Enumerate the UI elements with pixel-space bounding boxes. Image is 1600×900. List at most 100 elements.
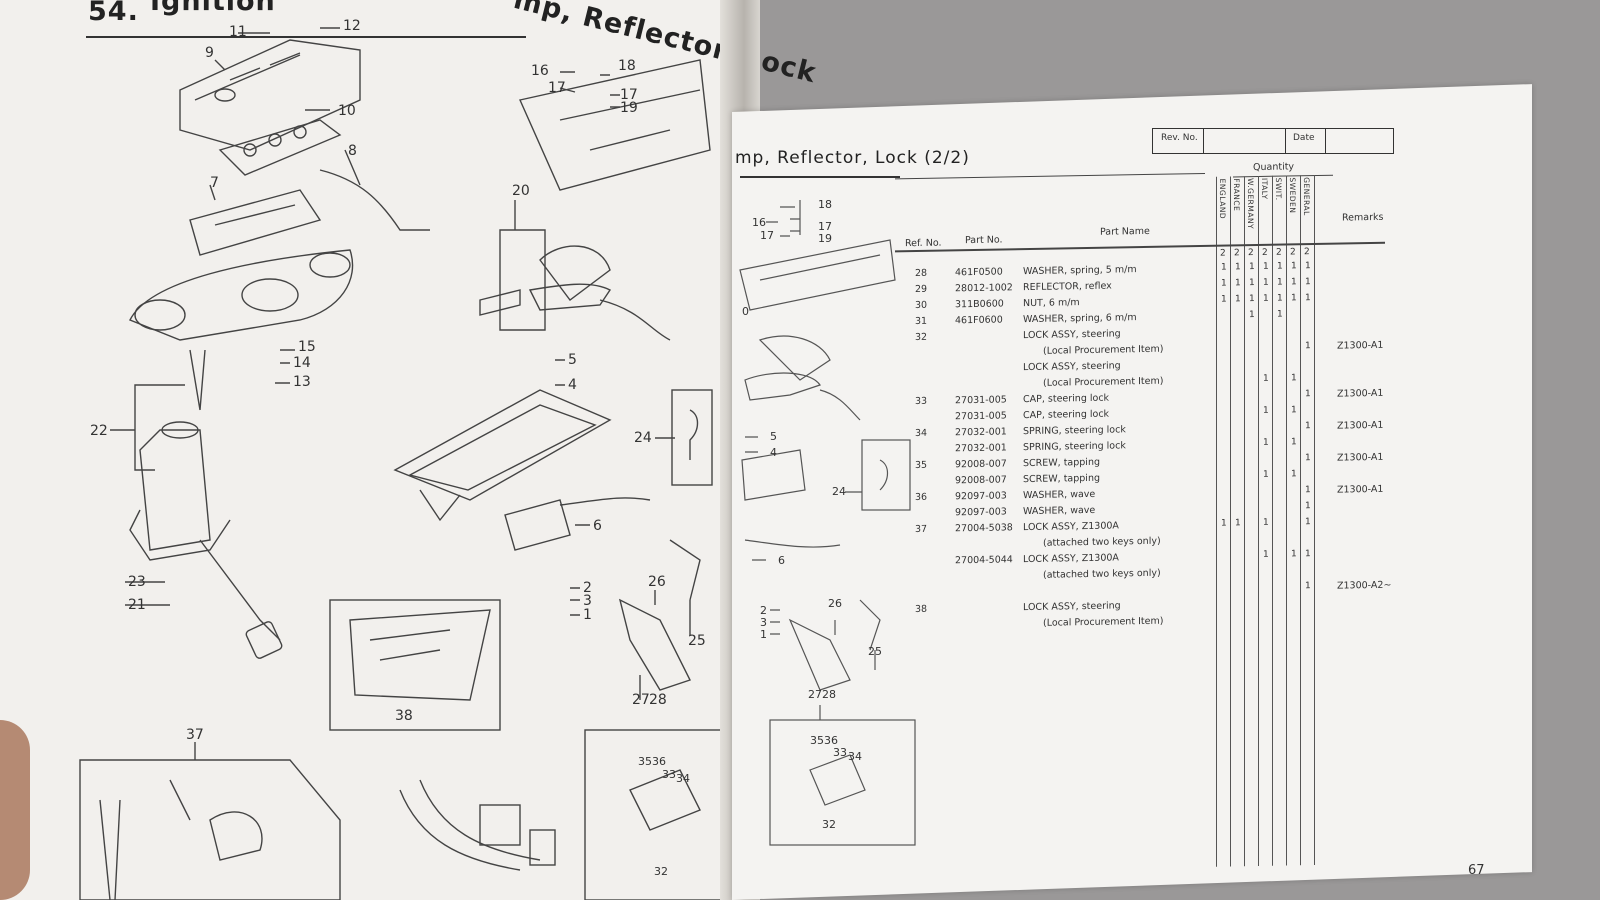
part-name-cell: WASHER, wave bbox=[1023, 504, 1096, 518]
ref-no-cell: 30 bbox=[915, 299, 928, 311]
qty-cell: 1 bbox=[1305, 293, 1311, 304]
part-name-cell: LOCK ASSY, Z1300A bbox=[1023, 552, 1119, 566]
ref-no-cell: 28 bbox=[915, 267, 928, 279]
callout: 0 bbox=[742, 305, 749, 318]
part-name-cell: SCREW, tapping bbox=[1023, 456, 1100, 470]
qty-cell: 1 bbox=[1263, 293, 1269, 304]
heading-number: 54. bbox=[88, 0, 139, 27]
part-no-cell: 27004-5038 bbox=[955, 522, 1013, 535]
part-name-cell: LOCK ASSY, steering bbox=[1023, 600, 1121, 614]
rev-date-box: Rev. No. Date bbox=[1152, 128, 1394, 154]
qty-cell: 1 bbox=[1235, 518, 1241, 529]
part-name-cell: WASHER, spring, 6 m/m bbox=[1023, 312, 1137, 326]
qty-cell: 1 bbox=[1291, 293, 1297, 304]
qty-cell: 1 bbox=[1305, 389, 1311, 400]
remarks-cell: Z1300-A1 bbox=[1337, 483, 1384, 496]
callout: 8 bbox=[348, 143, 357, 159]
right-page-title: mp, Reflector, Lock (2/2) bbox=[735, 148, 970, 168]
thumb bbox=[0, 720, 30, 900]
col-part-name: Part Name bbox=[1100, 225, 1150, 238]
callout: 27 bbox=[632, 692, 650, 708]
ref-no-cell: 32 bbox=[915, 331, 928, 343]
qty-cell: 1 bbox=[1305, 485, 1311, 496]
callout: 2 bbox=[583, 580, 592, 596]
part-name-cell: SPRING, steering lock bbox=[1023, 440, 1126, 454]
callout: 35 bbox=[810, 734, 824, 747]
part-no-cell: 92008-007 bbox=[955, 458, 1007, 471]
left-diagram-drawing bbox=[79, 27, 731, 900]
callout: 6 bbox=[593, 518, 602, 534]
ref-no-cell: 38 bbox=[915, 603, 928, 615]
ref-no-cell: 29 bbox=[915, 283, 928, 295]
qty-cell: 1 bbox=[1221, 262, 1227, 273]
callout: 4 bbox=[770, 446, 777, 459]
market-header: FRANCE bbox=[1232, 178, 1241, 212]
col-remarks: Remarks bbox=[1342, 211, 1384, 224]
callout: 19 bbox=[818, 232, 832, 245]
part-no-cell: 92008-007 bbox=[955, 474, 1007, 487]
qty-cell: 1 bbox=[1291, 373, 1297, 384]
callout: 1 bbox=[583, 607, 592, 623]
qty-cell: 1 bbox=[1235, 294, 1241, 305]
qty-cell: 1 bbox=[1291, 469, 1297, 480]
header-qty-cell: 2 bbox=[1262, 247, 1268, 258]
qty-cell: 1 bbox=[1291, 261, 1297, 272]
qty-cell: 1 bbox=[1263, 549, 1269, 560]
part-no-cell: 311B0600 bbox=[955, 298, 1004, 311]
market-header: SWEDEN bbox=[1288, 177, 1297, 214]
heading-part1: Ignition bbox=[150, 0, 276, 17]
header-qty-cell: 2 bbox=[1304, 247, 1310, 258]
part-no-cell: 27032-001 bbox=[955, 426, 1007, 439]
ref-no-cell: 33 bbox=[915, 395, 928, 407]
qty-cell: 1 bbox=[1263, 437, 1269, 448]
header-qty-cell: 2 bbox=[1276, 247, 1282, 258]
callout: 34 bbox=[676, 772, 690, 785]
qty-cell: 1 bbox=[1235, 278, 1241, 289]
qty-cell: 1 bbox=[1263, 517, 1269, 528]
callout: 34 bbox=[848, 750, 862, 763]
callout: 12 bbox=[343, 18, 361, 34]
remarks-cell: Z1300-A1 bbox=[1337, 387, 1384, 400]
header-qty-cell: 2 bbox=[1290, 247, 1296, 258]
market-header: GENERAL bbox=[1302, 177, 1311, 216]
part-name-cell: (Local Procurement Item) bbox=[1043, 375, 1164, 389]
part-name-cell: CAP, steering lock bbox=[1023, 408, 1110, 422]
callout: 17 bbox=[818, 220, 832, 233]
callout: 23 bbox=[128, 574, 146, 590]
callout: 26 bbox=[648, 574, 666, 590]
part-no-cell: 92097-003 bbox=[955, 506, 1007, 519]
ref-no-cell: 35 bbox=[915, 459, 928, 471]
qty-cell: 1 bbox=[1291, 405, 1297, 416]
callout: 38 bbox=[395, 708, 413, 724]
callout: 35 bbox=[638, 755, 652, 768]
header-qty-cell: 2 bbox=[1248, 248, 1254, 259]
callout: 3 bbox=[583, 593, 592, 609]
qty-cell: 1 bbox=[1263, 261, 1269, 272]
callout: 5 bbox=[568, 352, 577, 368]
qty-cell: 1 bbox=[1305, 341, 1311, 352]
callout: 17 bbox=[548, 80, 566, 96]
qty-cell: 1 bbox=[1221, 518, 1227, 529]
callout: 15 bbox=[298, 339, 316, 355]
callout: 28 bbox=[822, 688, 836, 701]
part-no-cell: 461F0500 bbox=[955, 266, 1003, 279]
col-part-no: Part No. bbox=[965, 234, 1003, 247]
market-header: W.GERMANY bbox=[1246, 178, 1255, 230]
ref-no-cell: 31 bbox=[915, 315, 928, 327]
ref-no-cell: 36 bbox=[915, 491, 928, 503]
callout: 24 bbox=[832, 485, 846, 498]
callout: 37 bbox=[186, 727, 204, 743]
ref-no-cell: 34 bbox=[915, 427, 928, 439]
qty-cell: 1 bbox=[1305, 261, 1311, 272]
callout: 26 bbox=[828, 597, 842, 610]
part-no-cell: 27031-005 bbox=[955, 394, 1007, 407]
qty-cell: 1 bbox=[1221, 278, 1227, 289]
title-suffix: (2/2) bbox=[924, 148, 970, 168]
part-name-cell: SPRING, steering lock bbox=[1023, 424, 1126, 438]
part-no-cell: 461F0600 bbox=[955, 314, 1003, 327]
callout: 17 bbox=[760, 229, 774, 242]
date-label: Date bbox=[1293, 133, 1315, 143]
header-qty-cell: 2 bbox=[1220, 248, 1226, 259]
qty-cell: 1 bbox=[1263, 469, 1269, 480]
